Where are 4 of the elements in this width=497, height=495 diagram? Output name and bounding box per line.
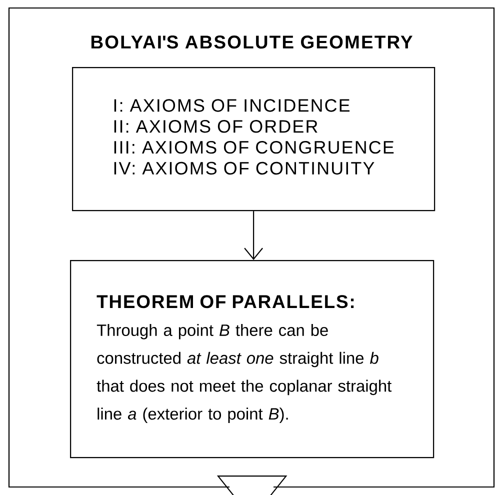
- outgoing-connector: [216, 476, 288, 495]
- theorem-box: THEOREM OF PARALLELS: Through a point B there can be constructed at least one straight line b that does not meet the coplanar straight line a (exterior to point B).: [70, 260, 434, 458]
- arrow: [244, 211, 263, 260]
- axioms-box: I: AXIOMS OF INCIDENCE II: AXIOMS OF ORDER III: AXIOMS OF CONGRUENCE IV: AXIOMS OF CONTINUITY: [72, 67, 436, 212]
